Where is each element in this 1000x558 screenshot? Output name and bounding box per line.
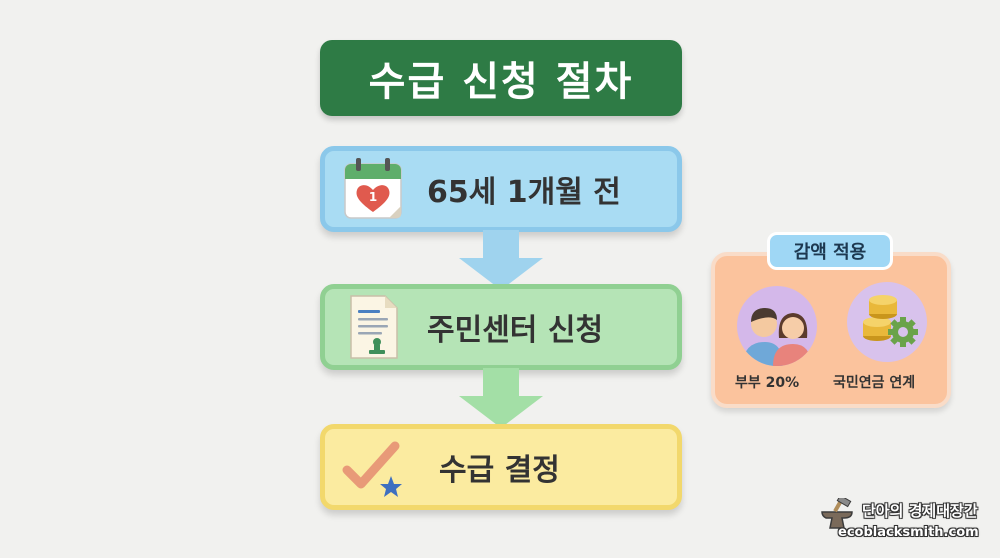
anvil-logo-icon xyxy=(821,498,853,529)
step-benefit-decision: 수급 결정 xyxy=(320,424,682,510)
calendar-day-number: 1 xyxy=(369,190,377,204)
page-title: 수급 신청 절차 xyxy=(320,40,682,116)
checkmark-star-icon xyxy=(342,441,402,497)
calendar-heart-icon: 1 xyxy=(344,158,402,219)
step-label: 65세 1개월 전 xyxy=(427,175,621,210)
couple-icon xyxy=(737,286,817,366)
reduction-title: 감액 적용 xyxy=(767,232,893,270)
down-arrow-icon xyxy=(459,368,543,428)
reduction-item-couple: 부부 20% xyxy=(735,375,800,391)
coins-gear-icon xyxy=(847,282,927,362)
document-stamp-icon xyxy=(350,295,398,359)
down-arrow-icon xyxy=(459,230,543,290)
watermark-url: ecoblacksmith.com xyxy=(838,525,979,540)
step-65-one-month-before: 1 65세 1개월 전 xyxy=(320,146,682,232)
step-label: 주민센터 신청 xyxy=(427,313,604,348)
step-label: 수급 결정 xyxy=(439,453,560,488)
reduction-item-pension: 국민연금 연계 xyxy=(833,375,916,391)
step-community-center-apply: 주민센터 신청 xyxy=(320,284,682,370)
watermark-name: 단아의 경제대장간 xyxy=(862,502,978,520)
